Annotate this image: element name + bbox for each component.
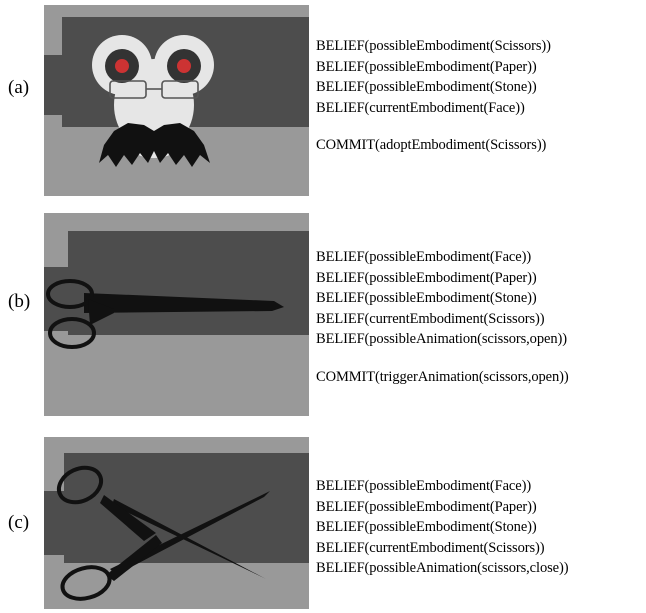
belief-line: BELIEF(currentEmbodiment(Scissors)) — [316, 538, 568, 559]
commit-line: COMMIT(adoptEmbodiment(Scissors)) — [316, 135, 551, 156]
panel-b-statements: BELIEF(possibleEmbodiment(Face)) BELIEF(… — [316, 247, 569, 387]
scissors-open-image — [44, 437, 309, 609]
scissors-closed-image — [44, 213, 309, 416]
panel-label: (a) — [8, 78, 29, 98]
panel-label: (c) — [8, 513, 29, 533]
panel-c-statements: BELIEF(possibleEmbodiment(Face)) BELIEF(… — [316, 476, 568, 579]
belief-line: BELIEF(currentEmbodiment(Scissors)) — [316, 309, 569, 330]
belief-line: BELIEF(possibleEmbodiment(Stone)) — [316, 517, 568, 538]
belief-line: BELIEF(possibleEmbodiment(Face)) — [316, 476, 568, 497]
belief-line: BELIEF(possibleEmbodiment(Paper)) — [316, 497, 568, 518]
belief-line: BELIEF(possibleAnimation(scissors,close)… — [316, 558, 568, 579]
belief-line: BELIEF(possibleEmbodiment(Paper)) — [316, 57, 551, 78]
commit-line: COMMIT(triggerAnimation(scissors,open)) — [316, 367, 569, 388]
belief-line: BELIEF(possibleEmbodiment(Stone)) — [316, 288, 569, 309]
belief-line: BELIEF(possibleEmbodiment(Stone)) — [316, 77, 551, 98]
panel-a-statements: BELIEF(possibleEmbodiment(Scissors)) BEL… — [316, 36, 551, 156]
panel-label: (b) — [8, 292, 30, 312]
belief-line: BELIEF(possibleEmbodiment(Scissors)) — [316, 36, 551, 57]
belief-line: BELIEF(possibleAnimation(scissors,open)) — [316, 329, 569, 350]
belief-line: BELIEF(currentEmbodiment(Face)) — [316, 98, 551, 119]
face-embodiment-image — [44, 5, 309, 196]
belief-line: BELIEF(possibleEmbodiment(Paper)) — [316, 268, 569, 289]
belief-line: BELIEF(possibleEmbodiment(Face)) — [316, 247, 569, 268]
